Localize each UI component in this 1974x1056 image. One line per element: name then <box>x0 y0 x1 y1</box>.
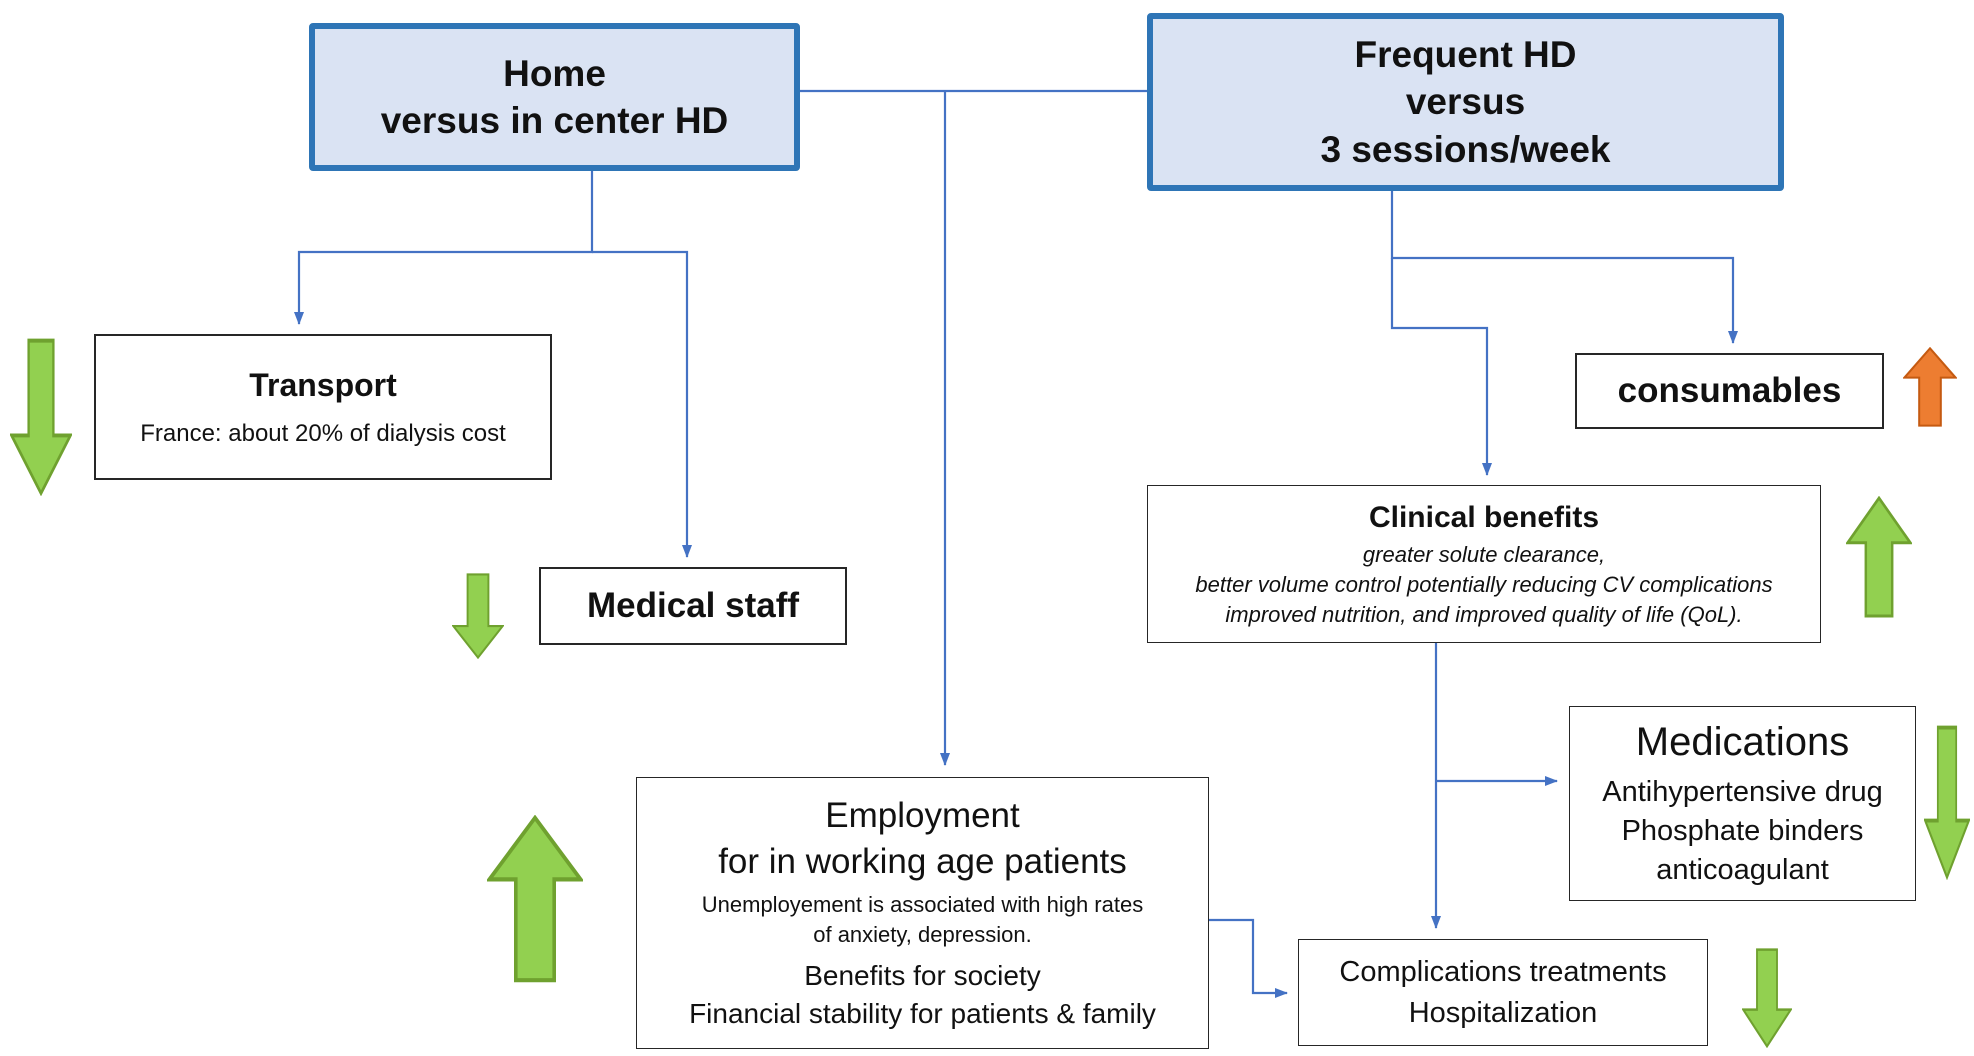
home-vs-incenter-box: Home versus in center HD <box>309 23 800 171</box>
employment-title-line1: Employment <box>825 796 1020 836</box>
employment-box: Employment for in working age patients U… <box>636 777 1209 1049</box>
employment-benefit-line1: Benefits for society <box>804 960 1041 992</box>
home-box-line2: versus in center HD <box>380 100 729 141</box>
up-arrow-icon <box>1846 496 1912 618</box>
employment-increase-arrow <box>487 815 583 983</box>
employment-benefit-line2: Financial stability for patients & famil… <box>689 998 1156 1030</box>
employment-benefits: Benefits for society Financial stability… <box>689 957 1156 1033</box>
consumables-title: consumables <box>1617 371 1842 410</box>
clinical-benefits-detail3: improved nutrition, and improved quality… <box>1225 601 1743 627</box>
employment-title-line2: for in working age patients <box>718 841 1127 881</box>
clinical-benefits-title: Clinical benefits <box>1368 500 1600 534</box>
up-arrow-icon <box>487 815 583 983</box>
frequent-box-line1: Frequent HD <box>1354 33 1577 75</box>
employment-notes: Unemployement is associated with high ra… <box>702 890 1143 949</box>
medications-item3: anticoagulant <box>1656 854 1829 887</box>
home-box-line1: Home <box>503 52 606 94</box>
transport-title: Transport <box>249 366 397 403</box>
medical-staff-box: Medical staff <box>539 567 847 645</box>
clinical-benefits-detail1: greater solute clearance, <box>1362 542 1606 568</box>
medications-title: Medications <box>1635 719 1850 764</box>
frequent-box-line3: 3 sessions/week <box>1320 128 1611 170</box>
down-arrow-icon <box>452 573 504 659</box>
medications-decrease-arrow <box>1924 725 1970 880</box>
transport-subtitle: France: about 20% of dialysis cost <box>140 420 506 448</box>
consumables-box: consumables <box>1575 353 1884 429</box>
medical-staff-decrease-arrow <box>452 573 504 659</box>
up-arrow-icon <box>1903 347 1957 427</box>
medications-item1: Antihypertensive drug <box>1602 775 1883 808</box>
frequent-hd-box: Frequent HD versus 3 sessions/week <box>1147 13 1784 191</box>
transport-decrease-arrow <box>10 338 72 496</box>
clinical-benefits-box: Clinical benefits greater solute clearan… <box>1147 485 1821 643</box>
clinical-benefits-increase-arrow <box>1846 496 1912 618</box>
transport-box: Transport France: about 20% of dialysis … <box>94 334 552 480</box>
consumables-increase-arrow <box>1903 347 1957 427</box>
frequent-box-line2: versus <box>1405 81 1526 123</box>
employment-note-line2: of anxiety, depression. <box>813 921 1032 947</box>
down-arrow-icon <box>1742 948 1792 1048</box>
down-arrow-icon <box>1924 725 1970 880</box>
clinical-benefits-detail2: better volume control potentially reduci… <box>1195 571 1773 597</box>
medical-staff-title: Medical staff <box>587 586 799 625</box>
complications-line1: Complications treatments <box>1339 955 1667 988</box>
employment-note-line1: Unemployement is associated with high ra… <box>701 892 1144 918</box>
medications-box: Medications Antihypertensive drug Phosph… <box>1569 706 1916 901</box>
medications-item2: Phosphate binders <box>1621 814 1864 847</box>
complications-box: Complications treatments Hospitalization <box>1298 939 1708 1046</box>
down-arrow-icon <box>10 338 72 496</box>
complications-decrease-arrow <box>1742 948 1792 1048</box>
complications-line2: Hospitalization <box>1408 996 1598 1029</box>
